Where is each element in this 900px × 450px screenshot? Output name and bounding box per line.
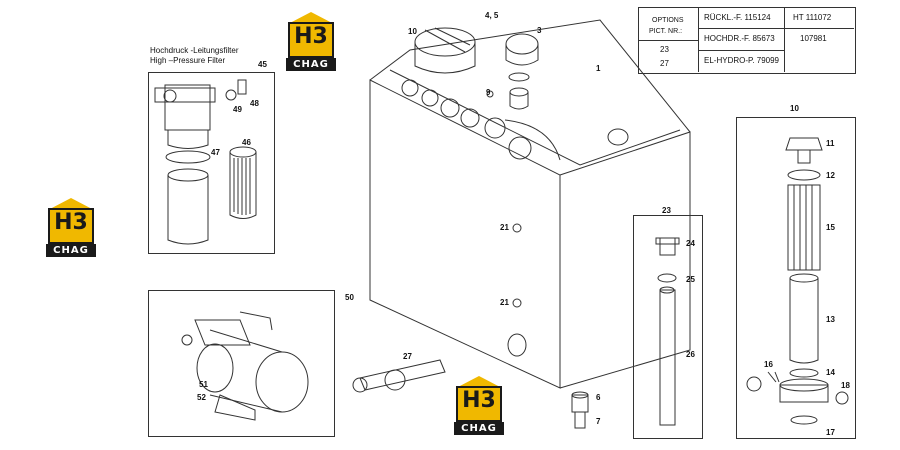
h3-chag-logo-bottom: H3 CHAG — [448, 376, 512, 438]
options-row-line — [698, 28, 854, 29]
callout-7: 7 — [596, 417, 601, 426]
callout-47: 47 — [211, 148, 220, 157]
high-pressure-filter-box — [148, 72, 275, 254]
callout-52: 52 — [197, 393, 206, 402]
callout-16: 16 — [764, 360, 773, 369]
callout-9: 9 — [486, 88, 491, 97]
h3-chag-logo-left: H3 CHAG — [40, 198, 104, 260]
callout-10-box: 10 — [790, 104, 799, 113]
callout-51: 51 — [199, 380, 208, 389]
options-row-line-2 — [698, 50, 784, 51]
callout-13: 13 — [826, 315, 835, 324]
callout-17: 17 — [826, 428, 835, 437]
callout-23: 23 — [662, 206, 671, 215]
callout-6: 6 — [596, 393, 601, 402]
options-header-line — [638, 40, 698, 41]
callout-14: 14 — [826, 368, 835, 377]
callout-15: 15 — [826, 223, 835, 232]
rueckl-filter: RÜCKL.-F. 115124 — [704, 13, 771, 22]
el-hydro-pump: EL-HYDRO-P. 79099 — [704, 56, 779, 65]
filter-title-de: Hochdruck -Leitungsfilter — [150, 46, 239, 55]
ht-value: 107981 — [800, 34, 827, 43]
callout-26: 26 — [686, 350, 695, 359]
callout-45: 45 — [258, 60, 267, 69]
callout-1: 1 — [596, 64, 601, 73]
callout-48: 48 — [250, 99, 259, 108]
callout-11: 11 — [826, 139, 835, 148]
hochdr-filter: HOCHDR.-F. 85673 — [704, 34, 775, 43]
callout-21-b: 21 — [500, 298, 509, 307]
h3-chag-logo-top: H3 CHAG — [280, 12, 344, 74]
callout-25: 25 — [686, 275, 695, 284]
callout-12: 12 — [826, 171, 835, 180]
callout-27: 27 — [403, 352, 412, 361]
pict-label: PICT. NR.: — [649, 28, 683, 35]
pict-value-2: 27 — [660, 59, 669, 68]
filter-assembly-box — [736, 117, 856, 439]
callout-50: 50 — [345, 293, 354, 302]
callout-3: 3 — [537, 26, 542, 35]
callout-10-tank: 10 — [408, 27, 417, 36]
ht-label: HT 111072 — [793, 13, 832, 22]
callout-21-a: 21 — [500, 223, 509, 232]
options-label: OPTIONS — [652, 17, 684, 24]
pict-value-1: 23 — [660, 45, 669, 54]
callout-49: 49 — [233, 105, 242, 114]
callout-46: 46 — [242, 138, 251, 147]
callout-24: 24 — [686, 239, 695, 248]
electric-pump-box — [148, 290, 335, 437]
options-divider-1 — [698, 7, 699, 72]
callout-4-5: 4, 5 — [485, 11, 499, 20]
return-filter-box — [633, 215, 703, 439]
callout-18: 18 — [841, 381, 850, 390]
filter-title-en: High –Pressure Filter — [150, 56, 226, 65]
options-divider-2 — [784, 7, 785, 72]
